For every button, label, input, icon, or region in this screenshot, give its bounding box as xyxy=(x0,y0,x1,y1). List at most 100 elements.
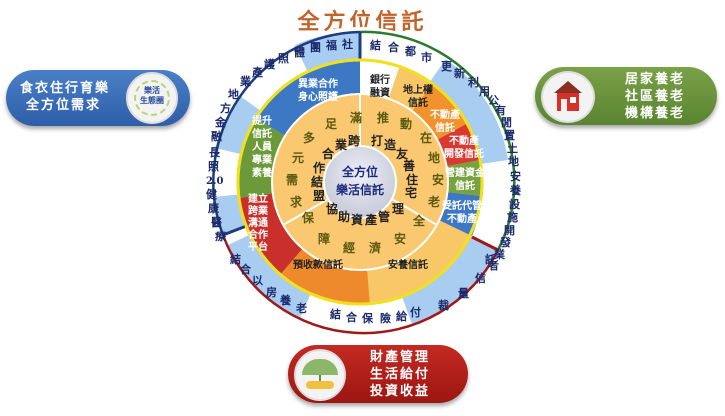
svg-text:市: 市 xyxy=(421,50,432,64)
asset-line-3: 投資收益 xyxy=(370,384,431,399)
svg-text:閒: 閒 xyxy=(501,116,512,129)
svg-text:養: 養 xyxy=(280,293,291,307)
svg-text:結: 結 xyxy=(230,252,241,266)
svg-text:平台: 平台 xyxy=(248,240,268,253)
svg-text:協: 協 xyxy=(326,201,338,216)
center-line1: 全方位 xyxy=(341,164,378,179)
svg-text:保: 保 xyxy=(361,311,374,325)
ecosystem-emblem-icon: 樂活 生態圈 xyxy=(126,72,178,124)
svg-text:滿: 滿 xyxy=(350,110,362,125)
svg-text:合: 合 xyxy=(240,262,252,276)
svg-text:安: 安 xyxy=(394,231,406,246)
svg-text:融資: 融資 xyxy=(370,86,390,99)
svg-text:團: 團 xyxy=(310,41,321,54)
svg-text:業: 業 xyxy=(239,74,252,88)
svg-text:地: 地 xyxy=(228,87,239,101)
svg-text:公: 公 xyxy=(488,94,499,107)
svg-text:管: 管 xyxy=(378,209,390,224)
svg-text:在: 在 xyxy=(420,130,432,145)
svg-text:結: 結 xyxy=(330,307,341,321)
svg-text:康: 康 xyxy=(208,201,220,215)
asset-line-2: 生活給付 xyxy=(370,367,431,382)
seg-label-cross-industry-care: 異業合作 xyxy=(298,77,338,90)
svg-text:用: 用 xyxy=(479,85,490,98)
svg-text:理: 理 xyxy=(392,202,404,216)
svg-text:結: 結 xyxy=(311,174,323,189)
svg-text:人員: 人員 xyxy=(252,140,272,153)
needs-line-2: 全方位需求 xyxy=(26,98,102,113)
svg-text:方: 方 xyxy=(220,101,231,115)
svg-text:資: 資 xyxy=(351,212,363,227)
svg-text:金: 金 xyxy=(214,115,227,129)
svg-text:結: 結 xyxy=(370,38,381,52)
emblem-line-2: 生態圈 xyxy=(140,96,164,105)
svg-text:跨業: 跨業 xyxy=(248,204,269,217)
svg-text:專業: 專業 xyxy=(252,153,273,166)
svg-text:房: 房 xyxy=(266,285,277,299)
svg-text:經: 經 xyxy=(343,240,355,255)
care-line-2: 社區養老 xyxy=(625,89,686,104)
svg-text:安: 安 xyxy=(432,172,444,187)
seg-label-construction-fund-trust: 營建資金 xyxy=(445,166,486,179)
elderly-care-pill: 居家養老 社區養老 機構養老 xyxy=(535,67,717,125)
svg-text:全: 全 xyxy=(412,213,426,228)
emblem-line-1: 樂活 xyxy=(144,86,160,95)
svg-text:業: 業 xyxy=(334,137,348,152)
svg-text:土: 土 xyxy=(507,141,518,155)
svg-text:長: 長 xyxy=(209,146,221,159)
svg-text:裁: 裁 xyxy=(438,298,449,312)
svg-text:造: 造 xyxy=(384,137,397,152)
svg-text:社: 社 xyxy=(341,37,353,51)
svg-text:動: 動 xyxy=(400,116,412,131)
svg-text:濟: 濟 xyxy=(369,240,381,255)
svg-text:產: 產 xyxy=(251,65,263,79)
svg-text:醫: 醫 xyxy=(211,216,222,229)
seg-label-elderly-care-trust: 安養信託 xyxy=(388,258,428,271)
svg-text:友: 友 xyxy=(395,146,408,161)
umbrella-money-icon xyxy=(294,349,346,401)
svg-text:素養: 素養 xyxy=(252,166,272,179)
svg-text:險: 險 xyxy=(380,311,391,325)
svg-text:設: 設 xyxy=(509,197,521,211)
svg-text:多: 多 xyxy=(303,130,315,145)
svg-text:障: 障 xyxy=(318,231,330,246)
svg-text:信: 信 xyxy=(475,271,486,285)
svg-text:合: 合 xyxy=(346,310,358,324)
svg-text:福: 福 xyxy=(325,38,337,52)
svg-text:地: 地 xyxy=(428,150,440,165)
center-line2: 樂活信託 xyxy=(335,182,384,197)
seg-label-bank-financing: 銀行 xyxy=(370,73,390,86)
svg-text:照: 照 xyxy=(208,160,219,173)
svg-text:有: 有 xyxy=(495,103,506,117)
svg-text:者: 者 xyxy=(487,258,499,272)
svg-text:信託: 信託 xyxy=(252,127,272,140)
svg-text:發: 發 xyxy=(499,235,512,249)
svg-text:合: 合 xyxy=(322,146,335,161)
seg-label-superficies-trust: 地上權 xyxy=(403,83,433,96)
seg-label-platform: 建立 xyxy=(247,192,268,205)
svg-text:元: 元 xyxy=(292,151,304,165)
svg-text:體: 體 xyxy=(294,45,305,59)
svg-text:信託: 信託 xyxy=(435,121,455,134)
svg-text:施: 施 xyxy=(507,210,518,224)
svg-text:給: 給 xyxy=(396,309,408,323)
svg-text:養: 養 xyxy=(510,183,521,197)
svg-text:作: 作 xyxy=(313,160,325,175)
svg-text:照: 照 xyxy=(278,52,289,65)
svg-text:付: 付 xyxy=(410,305,421,319)
care-line-1: 居家養老 xyxy=(625,72,686,87)
svg-text:助: 助 xyxy=(338,209,350,224)
seg-label-custody: 受託代管 xyxy=(442,199,482,212)
svg-text:信託: 信託 xyxy=(408,96,428,109)
svg-text:利: 利 xyxy=(468,75,479,89)
svg-text:產: 產 xyxy=(364,212,377,227)
svg-text:保: 保 xyxy=(301,210,315,225)
seg-label-prepayment-trust: 預收款信託 xyxy=(293,258,343,271)
svg-text:求: 求 xyxy=(290,194,303,209)
svg-text:老: 老 xyxy=(428,194,440,209)
svg-text:融: 融 xyxy=(211,129,222,143)
outer-ring-text: 結合都 市更新 利用公 有閒置 土地 安養設 施開發 業者 託信量裁 付給險 保… xyxy=(206,37,521,325)
svg-text:宅: 宅 xyxy=(405,185,417,200)
seg-label-staff-training: 提升 xyxy=(252,114,272,127)
svg-text:健: 健 xyxy=(206,187,218,201)
